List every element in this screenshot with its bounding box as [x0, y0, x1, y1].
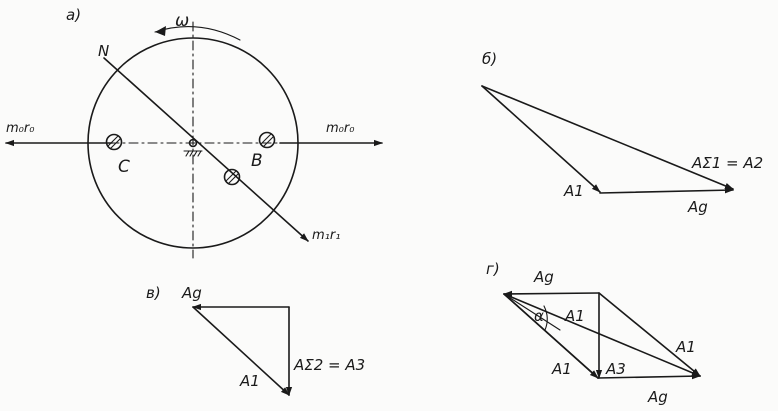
panel-a: а) ω [5, 6, 383, 259]
ag-top-label-g: Ag [533, 268, 554, 286]
alpha-arc [543, 305, 548, 331]
point-n-label: N [98, 42, 109, 60]
vector-a1-b [481, 85, 601, 193]
a1-right-label-g: A1 [675, 338, 696, 356]
mass-c [105, 133, 123, 151]
ag-label-b: Ag [687, 198, 708, 216]
ag-label-v: Ag [181, 284, 202, 302]
sum-label-v: AΣ2 = A3 [293, 356, 365, 374]
panel-v: в) Ag A1 AΣ2 = A3 [146, 284, 365, 396]
vector-a1-inner-g [503, 293, 599, 379]
panel-b-label: б) [482, 50, 497, 68]
force-right-label: m₀r₀ [326, 121, 355, 136]
force-diagonal-label: m₁r₁ [312, 228, 340, 243]
panel-b: б) A1 Ag AΣ1 = A2 [481, 50, 763, 216]
vector-sum-b [481, 85, 734, 190]
ag-bottom-label-g: Ag [647, 388, 668, 406]
point-c-label: C [118, 157, 130, 177]
vector-a1-right-g [598, 292, 701, 377]
vector-ag-bottom-g [597, 373, 701, 380]
a1-bottom-label-g: A1 [551, 360, 572, 378]
omega-label: ω [175, 11, 189, 31]
vector-a1-v [192, 306, 290, 396]
force-left-label: m₀r₀ [6, 121, 35, 136]
vector-ag-top-g [503, 290, 600, 298]
alpha-label: α [534, 307, 544, 325]
point-b-label: B [251, 151, 263, 171]
a3-label-g: A3 [605, 360, 626, 378]
panel-v-label: в) [146, 284, 161, 302]
omega-arrowhead [155, 26, 166, 36]
panel-a-label: а) [66, 6, 81, 24]
mass-diagonal [223, 168, 241, 186]
vector-resultant-g [503, 293, 701, 377]
a1-inner-label-g: A1 [564, 307, 585, 325]
pivot-support [183, 138, 203, 157]
force-arrow-diagonal [103, 57, 309, 242]
panel-g: г) Ag α A1 A1 A1 A3 Ag [486, 260, 701, 406]
a1-label-v: A1 [239, 372, 260, 390]
vector-ag-b [599, 187, 734, 194]
a1-label-b: A1 [563, 182, 584, 200]
vector-split-g [503, 293, 561, 331]
panel-g-label: г) [486, 260, 500, 278]
mass-b [258, 131, 276, 149]
sum-label-b: AΣ1 = A2 [691, 154, 763, 172]
